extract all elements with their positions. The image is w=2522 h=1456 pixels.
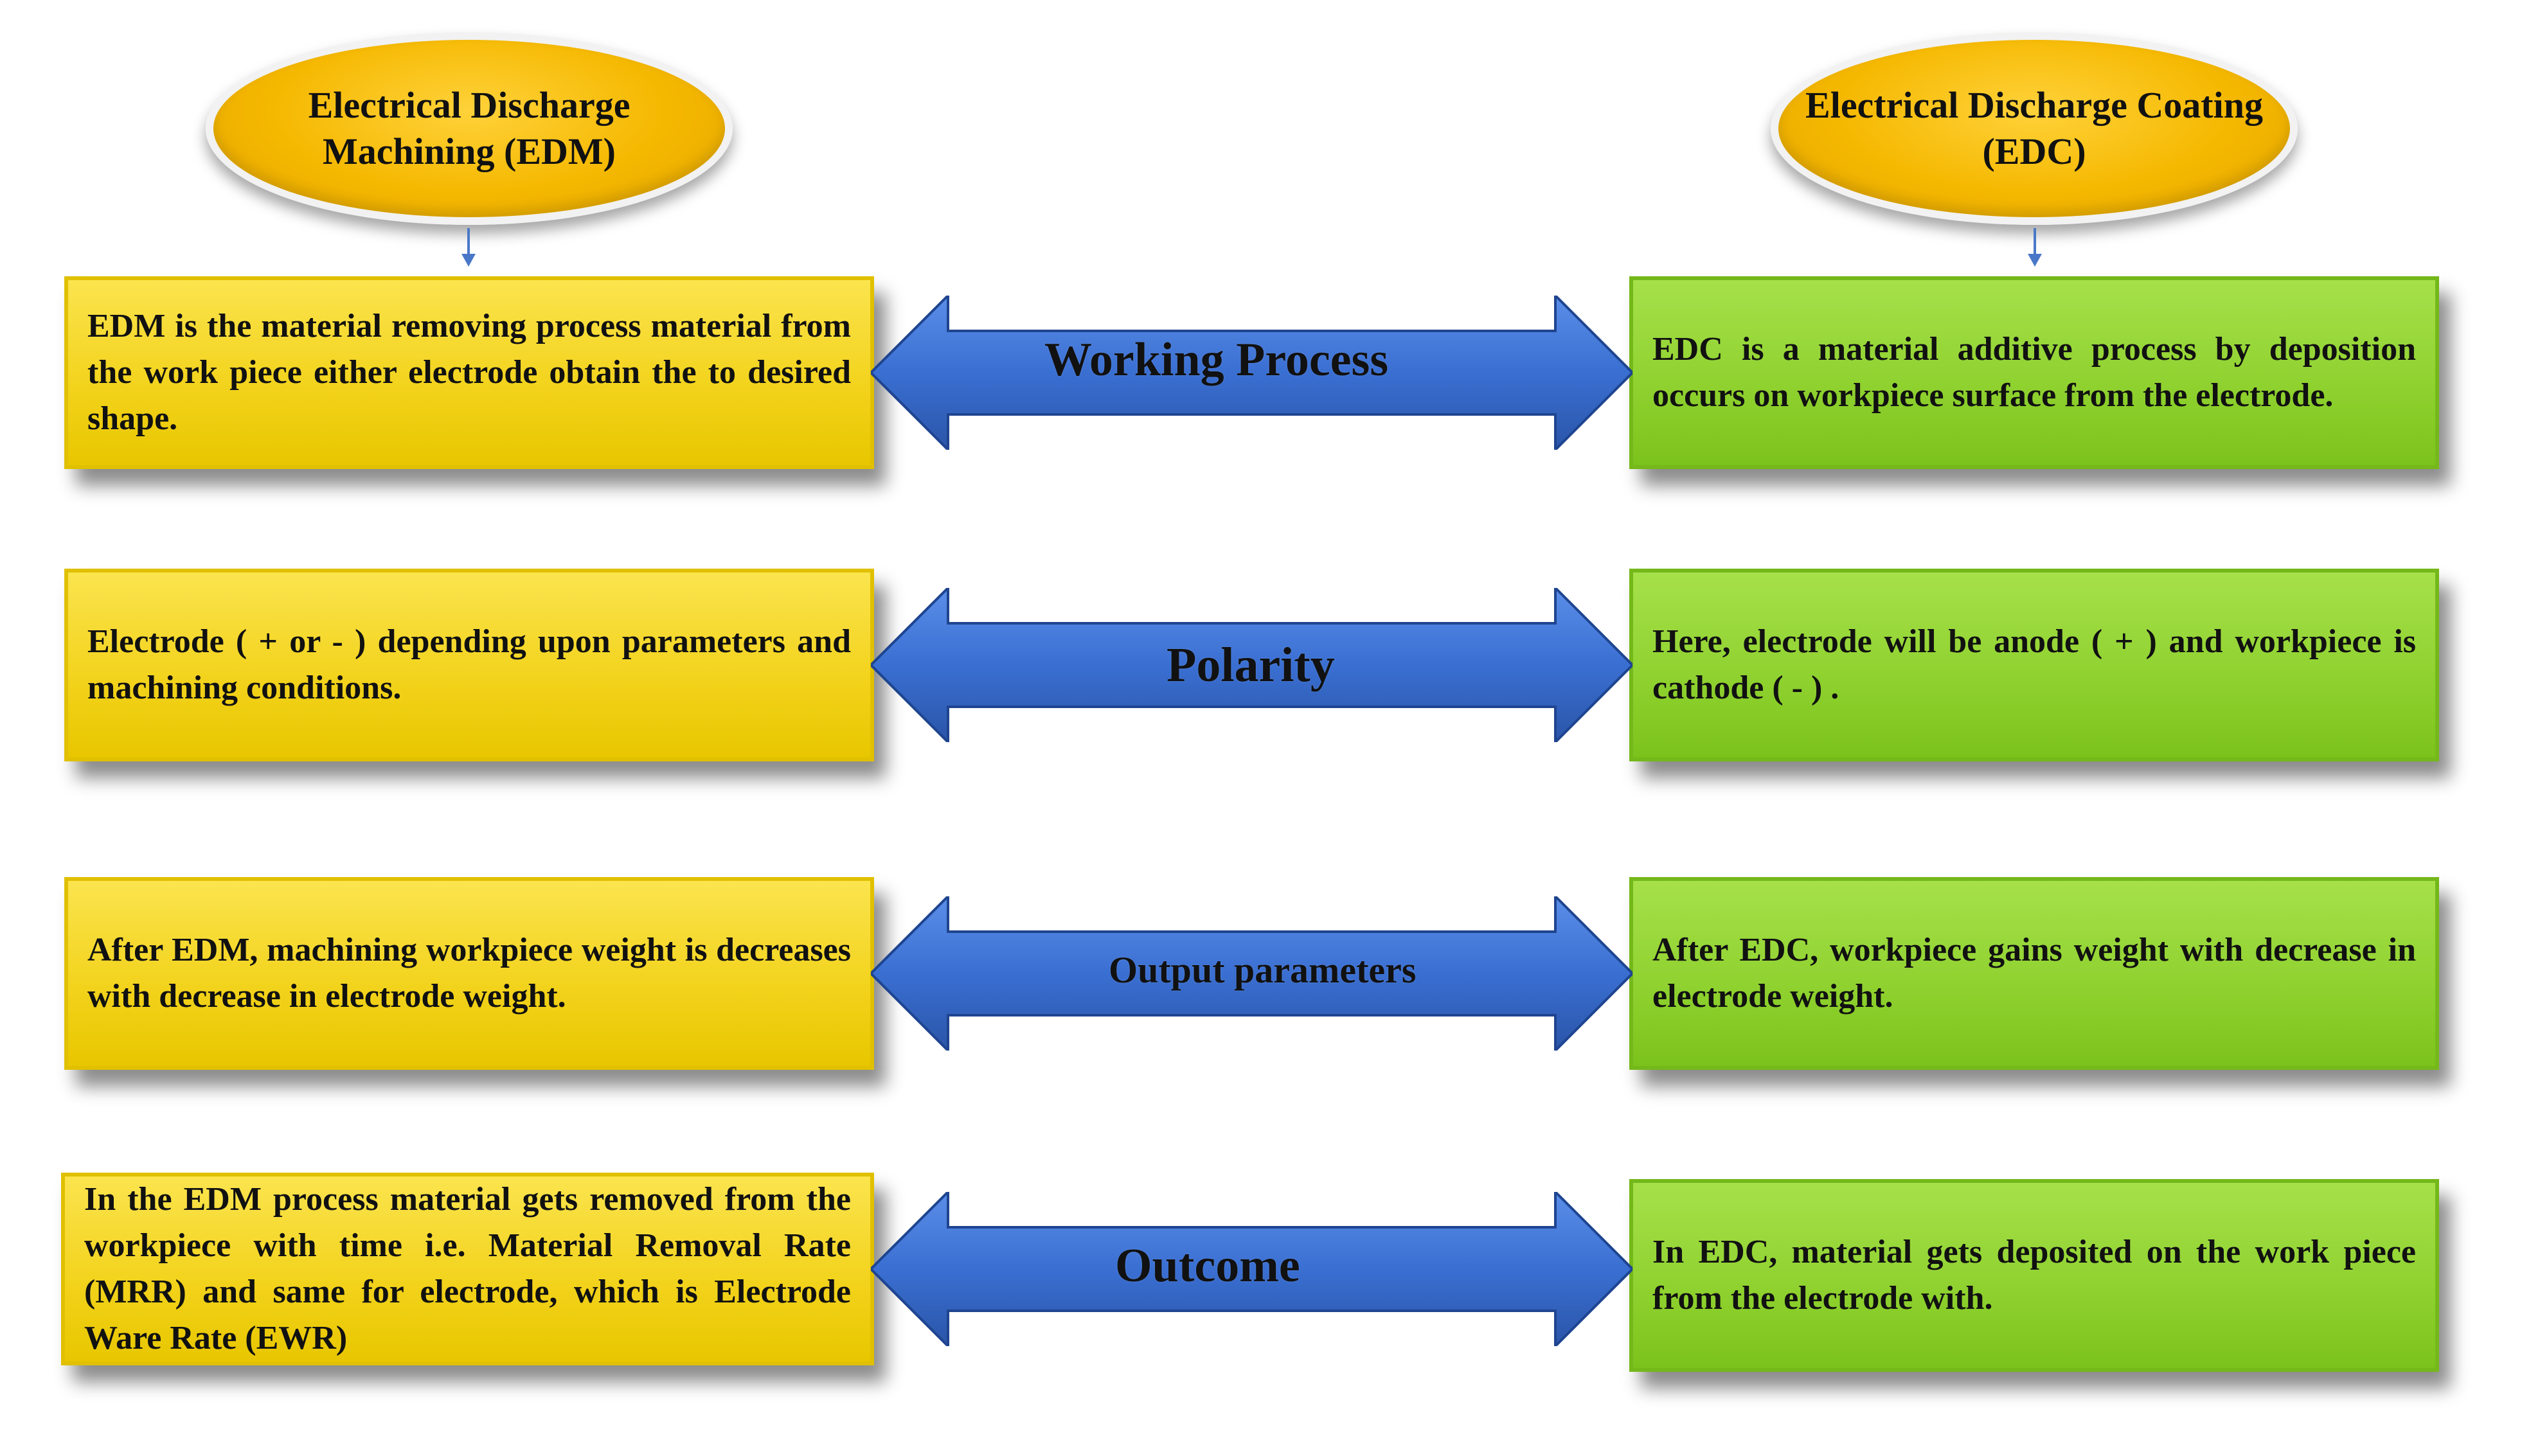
edc-working-process-box: EDC is a material additive process by de… xyxy=(1629,276,2439,469)
outcome-label: Outcome xyxy=(1115,1239,1300,1292)
edc-output-text: After EDC, workpiece gains weight with d… xyxy=(1652,932,2416,1015)
output-parameters-label: Output parameters xyxy=(1109,949,1417,991)
edm-header-label: Electrical Discharge Machining (EDM) xyxy=(308,84,630,172)
edm-output-box: After EDM, machining workpiece weight is… xyxy=(64,877,874,1070)
edm-outcome-text: In the EDM process material gets removed… xyxy=(84,1181,851,1356)
edc-header-label: Electrical Discharge Coating (EDC) xyxy=(1805,84,2263,172)
edc-polarity-box: Here, electrode will be anode ( + ) and … xyxy=(1629,569,2439,761)
edc-connector-line xyxy=(2034,228,2036,255)
polarity-arrow: Polarity xyxy=(871,588,1632,742)
edc-output-box: After EDC, workpiece gains weight with d… xyxy=(1629,877,2439,1070)
edm-polarity-box: Electrode ( + or - ) depending upon para… xyxy=(64,569,874,761)
edm-header-oval: Electrical Discharge Machining (EDM) xyxy=(206,32,733,225)
edm-output-text: After EDM, machining workpiece weight is… xyxy=(87,932,851,1015)
double-arrow-icon xyxy=(871,296,1632,450)
edc-outcome-box: In EDC, material gets deposited on the w… xyxy=(1629,1179,2439,1372)
outcome-arrow: Outcome xyxy=(871,1192,1632,1346)
edc-connector-arrowhead xyxy=(2028,254,2042,267)
edm-working-process-box: EDM is the material removing process mat… xyxy=(64,276,874,469)
edc-header-oval: Electrical Discharge Coating (EDC) xyxy=(1771,32,2298,225)
output-parameters-arrow: Output parameters xyxy=(871,896,1632,1051)
working-process-label: Working Process xyxy=(1044,333,1389,386)
edc-outcome-text: In EDC, material gets deposited on the w… xyxy=(1652,1234,2416,1317)
polarity-label: Polarity xyxy=(1167,638,1335,692)
edm-outcome-box: In the EDM process material gets removed… xyxy=(61,1173,874,1365)
edm-connector-arrowhead xyxy=(461,254,476,267)
edm-connector-line xyxy=(467,228,470,255)
double-arrow-icon xyxy=(871,1192,1632,1346)
edc-polarity-text: Here, electrode will be anode ( + ) and … xyxy=(1652,623,2416,706)
working-process-arrow: Working Process xyxy=(871,296,1632,450)
edm-polarity-text: Electrode ( + or - ) depending upon para… xyxy=(87,623,851,706)
edm-working-process-text: EDM is the material removing process mat… xyxy=(87,308,851,437)
edc-working-process-text: EDC is a material additive process by de… xyxy=(1652,331,2416,414)
double-arrow-icon xyxy=(871,588,1632,742)
double-arrow-icon xyxy=(871,896,1632,1051)
